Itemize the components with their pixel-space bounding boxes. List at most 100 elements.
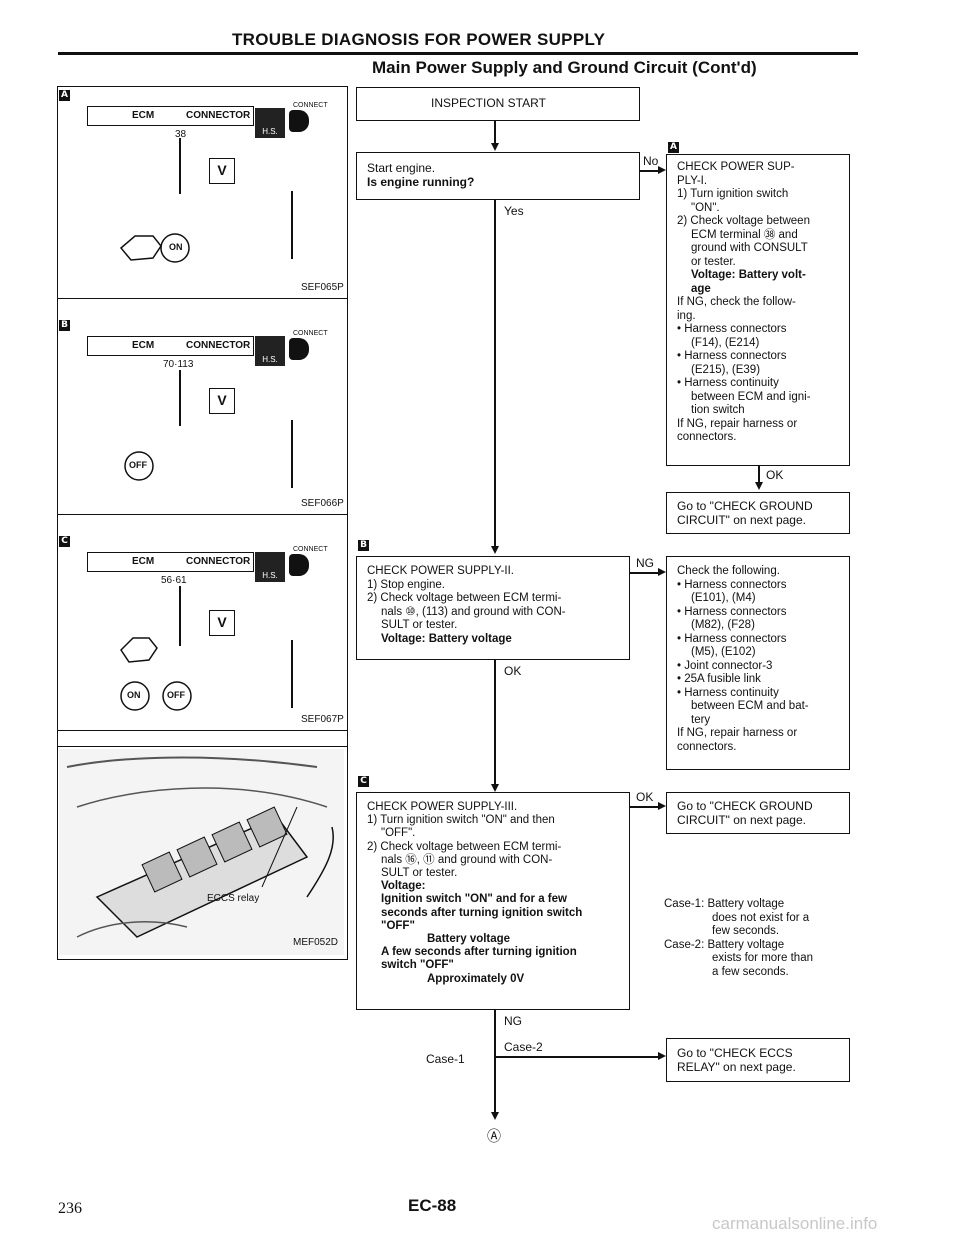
box-c-line: Voltage: xyxy=(381,880,426,893)
box-b-line: nals ⑩, (113) and ground with CON- xyxy=(381,605,566,618)
case-line: does not exist for a xyxy=(712,911,810,924)
box-c-line: Approximately 0V xyxy=(427,972,525,985)
box-a-line: ground with CONSULT xyxy=(691,242,808,254)
box-c-line: 2) Check voltage between ECM termi- xyxy=(367,840,562,853)
ignition-key-icon xyxy=(120,681,192,711)
box-a-line: • Harness continuity xyxy=(677,377,779,389)
figure-column xyxy=(57,86,348,960)
figure-b: B ECM CONNECTOR 70·113 CONNECT H.S. V OF… xyxy=(57,298,347,515)
goto-line: CIRCUIT" on next page. xyxy=(677,513,806,527)
ignition-key-icon xyxy=(124,451,154,481)
check-line: connectors. xyxy=(677,740,737,753)
connector-line xyxy=(494,1010,496,1116)
relay-callout-label: ECCS relay xyxy=(207,893,260,904)
ng-label: NG xyxy=(504,1014,522,1028)
connect-label: CONNECT xyxy=(293,546,328,553)
connector-line xyxy=(630,806,660,808)
figure-d: ECCS relay MEF052D xyxy=(57,746,347,959)
pin-number: 56·61 xyxy=(161,575,187,586)
connector-probe-icon xyxy=(289,110,309,132)
arrow-icon xyxy=(755,482,763,490)
arrow-icon xyxy=(658,166,666,174)
check-line: Check the following. xyxy=(677,565,780,577)
case-line: a few seconds. xyxy=(712,965,789,978)
box-a-line: ECM terminal ㊳ and xyxy=(691,228,798,241)
ecm-connector-label: ECM CONNECTOR xyxy=(87,552,254,572)
case1-label: Case-1 xyxy=(426,1052,465,1066)
check-power-supply-3-box: CHECK POWER SUPPLY-III. 1) Turn ignition… xyxy=(356,792,630,1010)
box-a-line: ing. xyxy=(677,309,696,322)
page-code: EC-88 xyxy=(408,1196,457,1215)
check-line: • Joint connector-3 xyxy=(677,659,773,672)
arrow-icon xyxy=(491,784,499,792)
probe-wire xyxy=(179,370,181,426)
page-number: 236 xyxy=(58,1200,82,1217)
connect-label: CONNECT xyxy=(293,330,328,337)
voltmeter-icon: V xyxy=(209,610,235,636)
box-c-line: switch "OFF" xyxy=(381,959,454,972)
box-c-line: Battery voltage xyxy=(427,933,511,946)
ok-label: OK xyxy=(504,664,522,678)
case-line: Case-1: Battery voltage xyxy=(664,898,785,910)
figure-id: SEF065P xyxy=(301,282,344,293)
ok-label: OK xyxy=(636,790,654,804)
box-c-line: SULT or tester. xyxy=(381,867,458,880)
connector-line xyxy=(758,466,760,484)
box-c-line: 1) Turn ignition switch "ON" and then xyxy=(367,814,555,827)
connector-text: CONNECTOR xyxy=(186,556,251,567)
ecm-connector-label: ECM CONNECTOR xyxy=(87,106,254,126)
connector-probe-icon xyxy=(289,554,309,576)
box-b-line: 1) Stop engine. xyxy=(367,578,446,591)
switch-on-label: ON xyxy=(169,242,183,252)
check-line: between ECM and bat- xyxy=(691,700,809,712)
check-line: • Harness continuity xyxy=(677,686,779,699)
box-c-line: CHECK POWER SUPPLY-III. xyxy=(367,801,518,813)
watermark: carmanualsonline.info xyxy=(712,1214,878,1233)
case-notes: Case-1: Battery voltage does not exist f… xyxy=(664,898,854,979)
box-a-line: • Harness connectors xyxy=(677,323,787,335)
start-engine-box: Start engine. Is engine running? xyxy=(356,152,640,200)
figure-a: A ECM CONNECTOR 38 CONNECT H.S. V ON SEF… xyxy=(57,86,347,299)
figure-b-tag: B xyxy=(59,320,70,331)
box-c-line: A few seconds after turning ignition xyxy=(381,946,577,959)
case-line: few seconds. xyxy=(712,925,780,937)
figure-c: C ECM CONNECTOR 56·61 CONNECT H.S. V ON … xyxy=(57,514,347,731)
switch-off-label: OFF xyxy=(167,690,185,700)
box-a-line: PLY-I. xyxy=(677,174,708,187)
box-b-tag: B xyxy=(358,540,369,551)
box-a-line: (F14), (E214) xyxy=(691,336,760,349)
box-c-line: nals ⑯, ⑪ and ground with CON- xyxy=(381,853,553,866)
box-c-line: "OFF" xyxy=(381,919,415,932)
connector-text: CONNECTOR xyxy=(186,340,251,351)
yes-label: Yes xyxy=(504,204,524,218)
box-a-tag: A xyxy=(668,142,679,153)
connector-line xyxy=(640,170,660,172)
check-power-supply-2-box: CHECK POWER SUPPLY-II. 1) Stop engine. 2… xyxy=(356,556,630,660)
figure-id: SEF066P xyxy=(301,498,344,509)
ground-wire xyxy=(291,191,293,259)
hs-label: H.S. xyxy=(262,355,278,364)
box-a-line: or tester. xyxy=(691,255,736,268)
ecm-text: ECM xyxy=(132,110,155,121)
ng-label: NG xyxy=(636,556,654,570)
check-line: If NG, repair harness or xyxy=(677,727,798,739)
box-c-line: seconds after turning ignition switch xyxy=(381,906,583,919)
voltmeter-icon: V xyxy=(209,158,235,184)
box-c-line: "OFF". xyxy=(381,827,416,840)
connector-line xyxy=(494,121,496,145)
box-a-line: tion switch xyxy=(691,404,745,416)
check-line: (M82), (F28) xyxy=(691,619,755,631)
ignition-key-icon xyxy=(119,233,190,263)
check-line: • 25A fusible link xyxy=(677,673,761,685)
arrow-icon xyxy=(491,1112,499,1120)
goto-line: Go to "CHECK GROUND xyxy=(677,799,813,813)
ecm-connector-label: ECM CONNECTOR xyxy=(87,336,254,356)
box-a-line: connectors. xyxy=(677,431,737,443)
case-line: exists for more than xyxy=(712,952,813,964)
case-line: Case-2: Battery voltage xyxy=(664,938,785,951)
check-line: (M5), (E102) xyxy=(691,646,756,658)
box-a-line: 1) Turn ignition switch xyxy=(677,188,789,200)
arrow-icon xyxy=(491,143,499,151)
engine-running-question: Is engine running? xyxy=(367,175,475,189)
consult-icon: H.S. xyxy=(255,108,285,138)
